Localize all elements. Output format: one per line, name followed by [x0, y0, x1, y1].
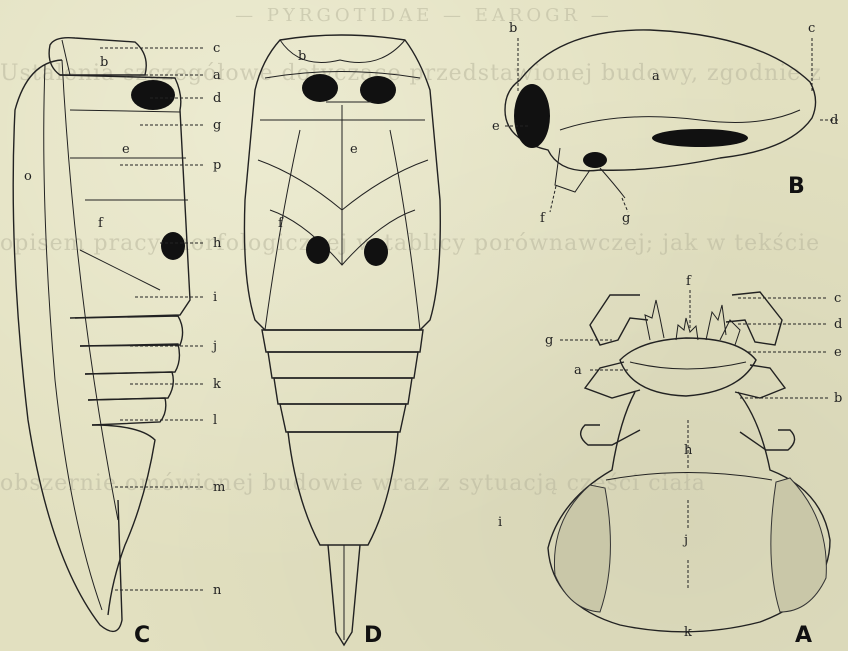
spiracle-D-right: [360, 76, 396, 104]
spiracle-C-lower: [161, 232, 185, 260]
label-B-b: b: [509, 21, 517, 36]
label-A-a: a: [574, 363, 582, 378]
spiracle-C-dark: [131, 80, 175, 110]
panel-C-letter: C: [134, 623, 150, 648]
leader-j: j: [211, 339, 217, 354]
band-B: [652, 129, 748, 147]
leader-g: g: [213, 118, 221, 133]
leader-d: d: [213, 91, 221, 106]
spot-B: [583, 152, 607, 168]
label-B-f: f: [540, 211, 546, 226]
panel-B-letter: B: [788, 174, 805, 199]
label-D-b: b: [298, 49, 306, 64]
leader-k: k: [213, 377, 221, 392]
panel-D-letter: D: [364, 623, 382, 648]
label-C-f: f: [98, 216, 104, 231]
leader-i: i: [213, 290, 217, 305]
label-A-e: e: [834, 345, 842, 360]
panel-A-letter: A: [795, 623, 812, 648]
panel-A-drawing: [548, 290, 830, 632]
label-D-e: e: [350, 142, 358, 157]
label-B-g: g: [622, 211, 630, 226]
leader-n: n: [213, 583, 222, 598]
leader-p: p: [213, 158, 221, 173]
label-B-c: c: [808, 21, 815, 36]
leader-m: m: [213, 480, 225, 495]
label-A-g: g: [545, 333, 553, 348]
label-A-k: k: [684, 625, 692, 640]
label-B-e: e: [492, 119, 500, 134]
eye-B: [514, 84, 550, 148]
leader-l: l: [213, 413, 217, 428]
leader-h: h: [213, 236, 222, 251]
panel-D-drawing: [244, 35, 440, 645]
label-A-b: b: [834, 391, 842, 406]
spiracle-D-left: [302, 74, 338, 102]
leader-a: a: [213, 68, 221, 83]
label-A-c: c: [834, 291, 841, 306]
label-A-d: d: [834, 317, 842, 332]
label-A-h: h: [684, 443, 693, 458]
label-A-j: j: [682, 533, 688, 548]
spiracle-D-lower-left: [306, 236, 330, 264]
label-D-f: f: [278, 216, 284, 231]
label-C-b: b: [100, 55, 108, 70]
spiracle-D-lower-right: [364, 238, 388, 266]
label-C-e: e: [122, 142, 130, 157]
panel-C-drawing: [13, 38, 205, 632]
leader-c: c: [213, 41, 220, 56]
label-A-i: i: [498, 515, 502, 530]
label-B-a: a: [652, 69, 660, 84]
label-C-o: o: [24, 169, 32, 184]
label-B-d: d: [830, 113, 838, 128]
label-A-f: f: [686, 274, 692, 289]
